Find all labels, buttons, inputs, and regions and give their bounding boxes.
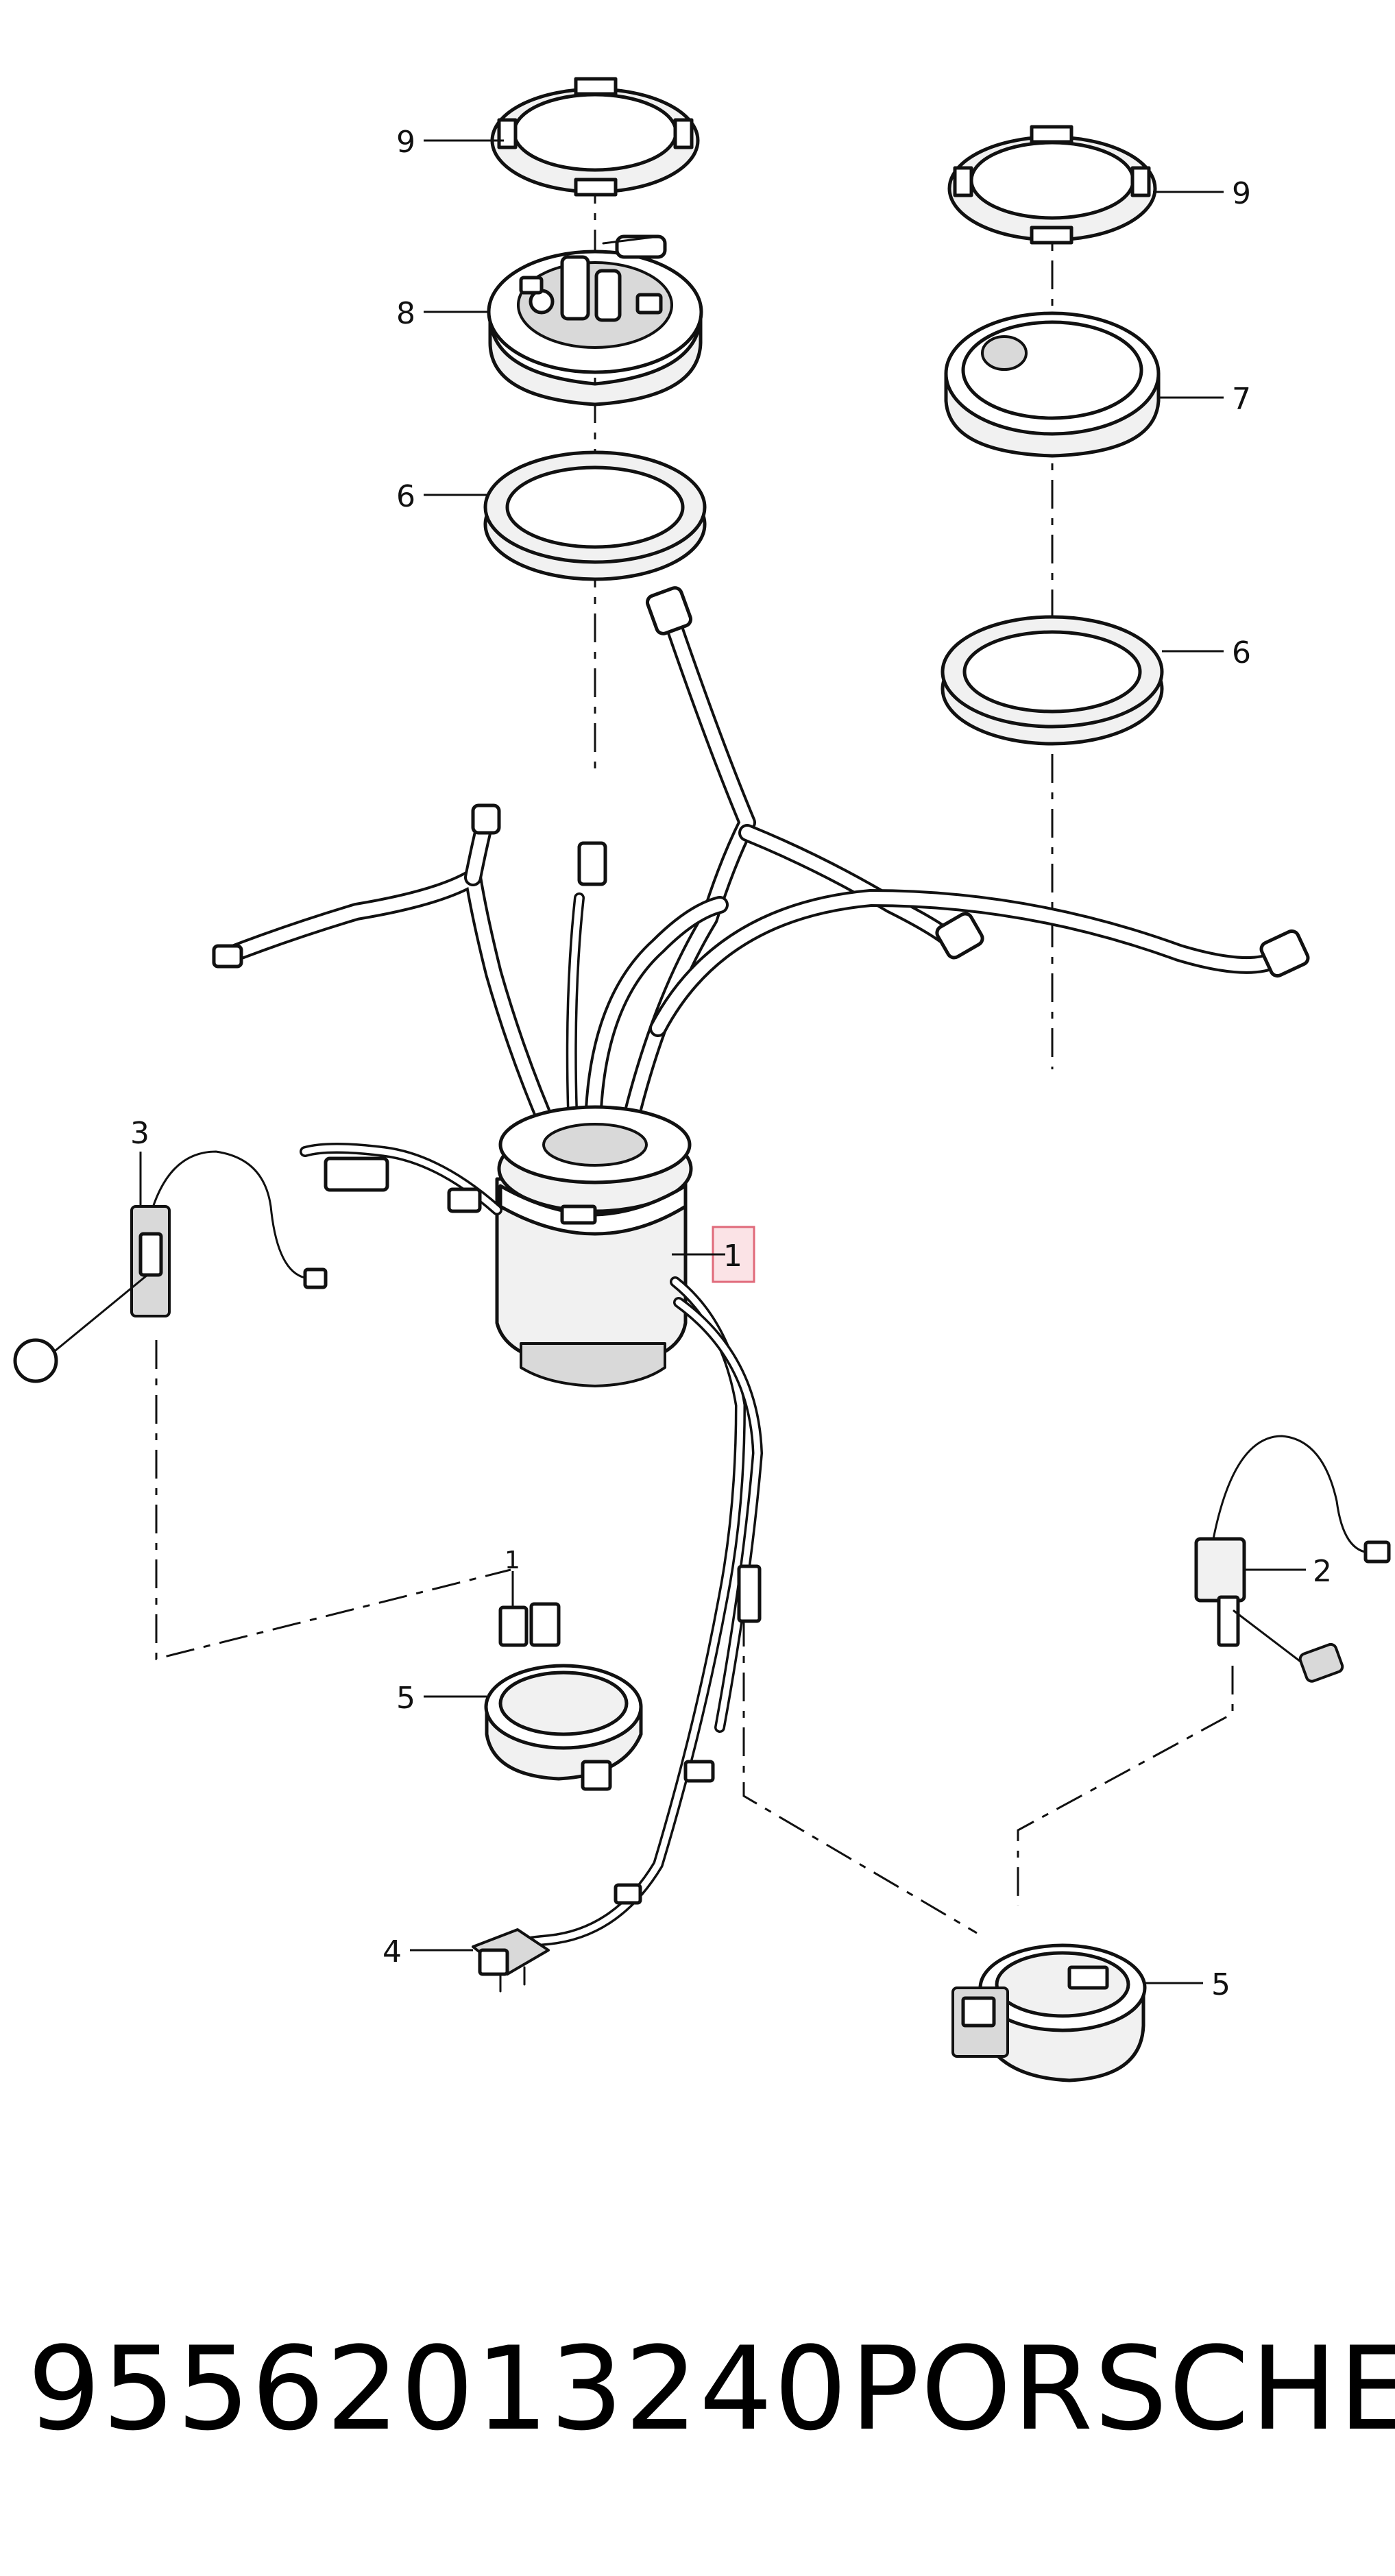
connector-4	[472, 1928, 550, 1993]
callout-7: 7	[1232, 382, 1251, 417]
level-sender-2	[1194, 1435, 1391, 1683]
seal-ring-6-left	[483, 450, 707, 581]
seal-ring-6-right	[941, 615, 1164, 746]
fuel-pump-assembly-1	[495, 1105, 693, 1387]
bracket-ring-5-right	[951, 1943, 1147, 2082]
callout-2: 2	[1313, 1554, 1332, 1589]
callout-9-left: 9	[396, 125, 415, 160]
sealing-cap-7	[944, 311, 1161, 458]
callout-5-left: 5	[396, 1681, 415, 1716]
pump-side-connector	[300, 1143, 502, 1215]
fuel-pump-flange-8	[487, 234, 703, 406]
callout-6-left: 6	[396, 479, 415, 514]
callout-3: 3	[130, 1116, 149, 1151]
callout-4: 4	[383, 1934, 402, 1969]
wiring-harness	[488, 1276, 763, 1959]
callout-1: 1	[723, 1239, 742, 1274]
part-number: 95562013240	[27, 2322, 849, 2456]
callout-9-right: 9	[1232, 176, 1251, 211]
brand-name: PORSCHE	[850, 2322, 1395, 2456]
retaining-ring-9-right	[947, 125, 1157, 245]
callout-6-right: 6	[1232, 635, 1251, 670]
caption-bar: 95562013240 PORSCHE	[0, 2310, 1395, 2468]
level-sender-3	[13, 1150, 328, 1383]
bracket-ring-5-left	[484, 1602, 643, 1791]
callouts: 9 8 6 9 7 6 3 1 2 1 5 4 5	[130, 125, 1332, 2002]
callout-5-right: 5	[1211, 1967, 1230, 2002]
retaining-ring-9-left	[490, 77, 700, 197]
fuel-lines	[212, 586, 1310, 1174]
callout-1-bracket: 1	[505, 1546, 520, 1575]
callout-8: 8	[396, 296, 415, 331]
